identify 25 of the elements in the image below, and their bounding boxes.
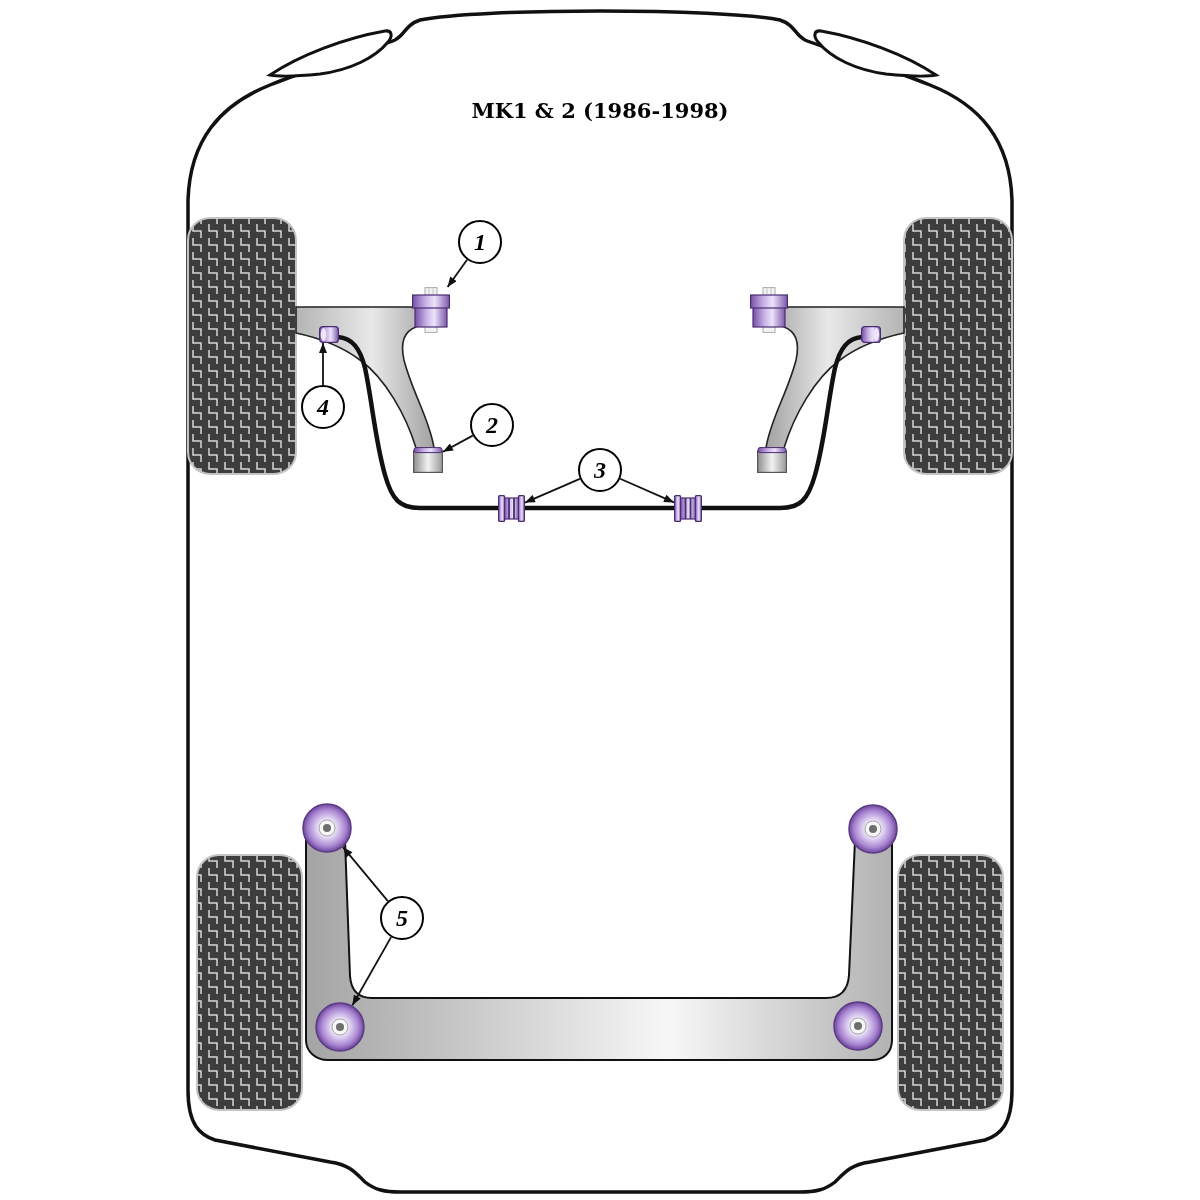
callout-number: 1: [458, 220, 502, 264]
bushing: [413, 447, 443, 473]
bushing: [750, 287, 788, 333]
leader-line: [351, 936, 392, 1007]
bushing: [319, 326, 339, 343]
title: MK1 & 2 (1986-1998): [471, 98, 729, 125]
bushing: [833, 1001, 883, 1051]
bushing: [315, 1002, 365, 1052]
leader-line: [319, 342, 327, 386]
leader-line: [342, 846, 389, 902]
callout-number: 2: [470, 403, 514, 447]
leader-line: [442, 434, 474, 453]
leader-line: [446, 258, 468, 288]
callout-number: 4: [301, 385, 345, 429]
bushing: [674, 495, 702, 522]
leader-line: [524, 477, 581, 504]
bushing: [757, 447, 787, 473]
bushing: [848, 804, 898, 854]
bushing: [861, 326, 881, 343]
callout-number: 3: [578, 448, 622, 492]
leader-line: [619, 477, 675, 504]
callout-number: 5: [380, 896, 424, 940]
bushing: [498, 495, 525, 522]
bushing: [412, 287, 450, 333]
bushing: [302, 803, 352, 853]
